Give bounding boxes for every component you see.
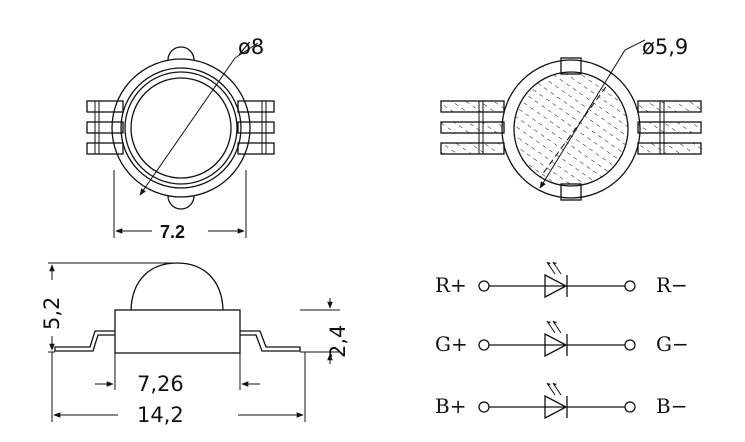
- blue-plus-terminal: [478, 401, 490, 413]
- lens-diameter-label: ø8: [238, 35, 264, 59]
- blue-minus-label: B−: [656, 394, 687, 418]
- left-lead: [54, 330, 115, 352]
- green-emission-icon: [546, 320, 562, 334]
- lens-inner: [130, 77, 232, 179]
- board-outline: [111, 58, 251, 198]
- back-view: ø5,9: [440, 35, 702, 201]
- red-channel: R+ R−: [435, 261, 688, 299]
- red-plus-terminal: [478, 280, 490, 292]
- lens-ring-mid: [124, 71, 238, 185]
- diameter-leader: [139, 57, 236, 196]
- body-block: [114, 309, 241, 354]
- front-view: ø8 7.2: [86, 35, 275, 242]
- blue-minus-terminal: [624, 401, 636, 413]
- blue-plus-label: B+: [435, 394, 466, 418]
- left-pins: [86, 100, 124, 155]
- core-diameter-label: ø5,9: [642, 35, 688, 59]
- green-channel: G+ G−: [435, 320, 689, 358]
- right-lead: [240, 330, 301, 352]
- blue-emission-icon: [546, 382, 562, 396]
- red-plus-label: R+: [435, 273, 467, 297]
- hatched-pins: [440, 100, 702, 155]
- body-height-label: 2,4: [326, 325, 350, 358]
- body-width-label: 7,26: [137, 372, 184, 396]
- total-width-label: 14,2: [137, 403, 184, 427]
- hatched-core: [513, 71, 629, 187]
- dome-height-label: 5,2: [40, 297, 64, 330]
- lens-ring-outer: [120, 67, 242, 189]
- top-notch: [167, 46, 195, 61]
- side-view: 5,2 2,4 7,26 14,2: [40, 262, 350, 427]
- green-minus-label: G−: [656, 332, 689, 356]
- green-plus-terminal: [478, 339, 490, 351]
- red-minus-terminal: [624, 280, 636, 292]
- green-minus-terminal: [624, 339, 636, 351]
- bottom-notch: [167, 195, 195, 210]
- top-width-label: 7.2: [160, 222, 185, 242]
- dome: [130, 262, 224, 311]
- core-diameter-leader: [539, 49, 626, 189]
- right-pins: [237, 100, 275, 155]
- green-plus-label: G+: [435, 332, 468, 356]
- blue-channel: B+ B−: [435, 382, 687, 420]
- pinout-schematic: R+ R− G+: [435, 261, 689, 420]
- base-outline: [501, 59, 641, 199]
- red-minus-label: R−: [656, 273, 688, 297]
- red-emission-icon: [546, 261, 562, 275]
